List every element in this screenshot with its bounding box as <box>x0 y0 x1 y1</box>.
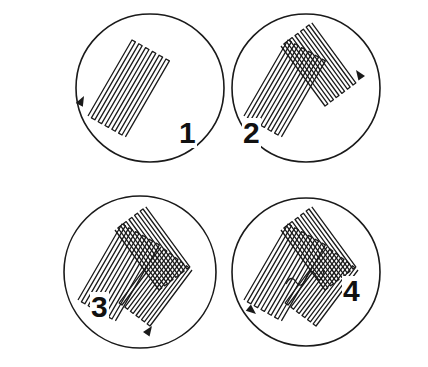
dish-outline <box>232 14 380 162</box>
dish-outline <box>232 198 380 346</box>
callout-number: 3 <box>90 292 109 322</box>
final-streak <box>286 270 324 285</box>
streak-line <box>88 40 169 137</box>
callout-number: 4 <box>342 276 361 306</box>
dish-outline <box>76 14 224 162</box>
streak-line <box>119 247 192 326</box>
petri-dish <box>64 196 216 348</box>
direction-arrow <box>143 326 152 336</box>
streak-line <box>115 207 190 290</box>
streak-line <box>281 23 356 106</box>
petri-dish <box>76 14 224 162</box>
direction-arrow <box>76 96 84 107</box>
callout-number: 1 <box>178 118 197 148</box>
direction-arrow <box>356 70 365 80</box>
petri-dish <box>232 198 380 346</box>
callout-number: 2 <box>242 118 261 148</box>
dish-outline <box>64 196 216 348</box>
direction-arrow <box>246 305 256 314</box>
petri-dish <box>232 14 380 162</box>
